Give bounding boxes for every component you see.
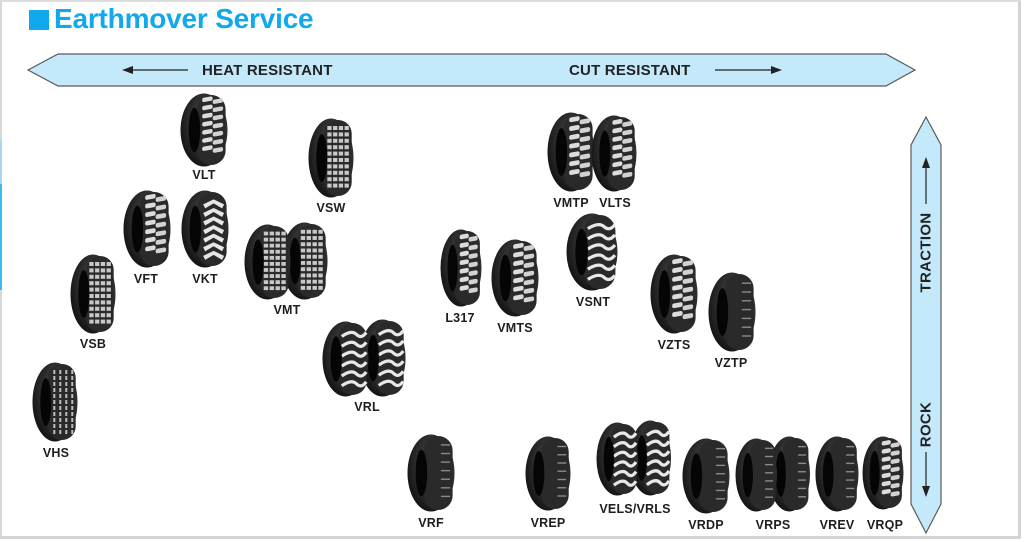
tire-label-vrl: VRL bbox=[354, 400, 380, 414]
tire-image-vhs bbox=[32, 362, 78, 442]
tire-image-vlt bbox=[180, 93, 228, 167]
tire-label-vrdp: VRDP bbox=[688, 518, 724, 532]
tire-image-vft bbox=[123, 190, 171, 268]
traction-label: TRACTION bbox=[917, 212, 935, 293]
page-title: Earthmover Service bbox=[29, 2, 314, 36]
down-arrow-icon bbox=[922, 452, 930, 497]
tire-image-vmt bbox=[244, 222, 328, 300]
tire-image-vsnt bbox=[566, 213, 618, 291]
tire-image-l317 bbox=[440, 229, 482, 307]
tire-image-vels-vrls bbox=[596, 420, 672, 496]
up-arrow-icon bbox=[922, 157, 930, 204]
tire-image-vrev bbox=[815, 436, 859, 512]
tire-label-vmts: VMTS bbox=[497, 321, 533, 335]
horizontal-axis-arrow bbox=[26, 53, 917, 87]
tire-image-vsw bbox=[308, 118, 354, 198]
tire-label-vft: VFT bbox=[133, 272, 159, 286]
tire-image-vmtp bbox=[547, 112, 595, 192]
tire-label-vmt: VMT bbox=[273, 303, 301, 317]
tire-image-vrqp bbox=[862, 436, 904, 510]
tire-image-vrf bbox=[407, 434, 455, 512]
tire-label-vrps: VRPS bbox=[755, 518, 791, 532]
tire-label-vsnt: VSNT bbox=[575, 295, 611, 309]
tire-image-vrps bbox=[735, 436, 811, 512]
heat-resistant-label: HEAT RESISTANT bbox=[202, 62, 333, 79]
left-edge-stripe-light bbox=[0, 140, 2, 184]
tire-label-vmtp: VMTP bbox=[553, 196, 589, 210]
tire-image-vrdp bbox=[682, 438, 730, 514]
tire-label-vkt: VKT bbox=[192, 272, 218, 286]
tire-label-vsw: VSW bbox=[316, 201, 346, 215]
tire-image-vlts bbox=[591, 115, 637, 192]
tire-label-vrqp: VRQP bbox=[866, 518, 904, 532]
title-square-icon bbox=[29, 10, 49, 30]
tire-image-vrep bbox=[525, 436, 571, 511]
left-arrow-icon bbox=[122, 66, 188, 74]
tire-image-vkt bbox=[181, 190, 229, 268]
right-arrow-icon bbox=[715, 66, 782, 74]
tire-label-vrf: VRF bbox=[418, 516, 444, 530]
tire-image-vrl bbox=[322, 319, 406, 397]
tire-label-vhs: VHS bbox=[42, 446, 70, 460]
cut-resistant-label: CUT RESISTANT bbox=[569, 62, 691, 79]
tire-label-vsb: VSB bbox=[79, 337, 107, 351]
left-edge-stripe bbox=[0, 184, 2, 290]
tire-image-vzts bbox=[650, 254, 698, 334]
tire-image-vsb bbox=[70, 254, 116, 334]
tire-label-vels-vrls: VELS/VRLS bbox=[599, 502, 671, 516]
tire-image-vmts bbox=[491, 239, 539, 317]
tire-label-vztp: VZTP bbox=[714, 356, 748, 370]
page-title-text: Earthmover Service bbox=[54, 3, 314, 34]
tire-image-vztp bbox=[708, 272, 756, 352]
rock-label: ROCK bbox=[917, 401, 935, 448]
tire-label-l317: L317 bbox=[445, 311, 475, 325]
vertical-axis-arrow bbox=[910, 115, 942, 535]
tire-label-vrep: VREP bbox=[530, 516, 566, 530]
tire-label-vlts: VLTS bbox=[599, 196, 631, 210]
tire-label-vzts: VZTS bbox=[657, 338, 691, 352]
tire-label-vlt: VLT bbox=[192, 168, 216, 182]
tire-label-vrev: VREV bbox=[819, 518, 855, 532]
